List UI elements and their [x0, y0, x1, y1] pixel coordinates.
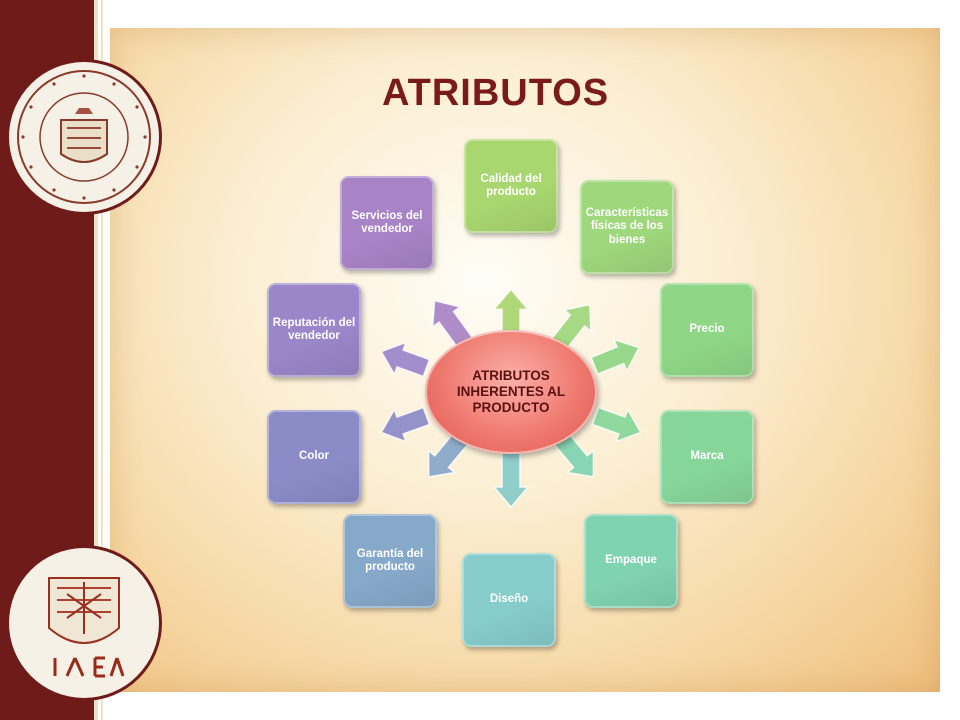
node-label: Servicios del vendedor: [351, 209, 423, 235]
node-label: Precio: [689, 323, 725, 336]
connector-arrow-icon: [553, 431, 595, 478]
connector-arrow-icon: [380, 406, 431, 443]
university-seal-icon: [17, 70, 151, 204]
node-color: Color: [267, 410, 361, 504]
frame-stripe: [101, 0, 103, 720]
node-label: Color: [298, 450, 330, 463]
center-node-label: ATRIBUTOS INHERENTES AL PRODUCTO: [456, 367, 566, 416]
connector-arrow-icon: [492, 444, 530, 509]
frame-stripe: [94, 0, 98, 720]
node-reputacion-del-vendedor: Reputación del vendedor: [267, 283, 361, 377]
university-seal-logo: [9, 62, 159, 212]
node-label: Características físicas de los bienes: [585, 207, 669, 246]
icea-seal-logo: [9, 548, 159, 698]
icea-seal-icon: [48, 577, 125, 678]
connector-arrow-icon: [431, 299, 474, 350]
node-caracteristicas-fisicas: Características físicas de los bienes: [580, 180, 674, 274]
node-label: Diseño: [489, 593, 529, 606]
node-precio: Precio: [660, 283, 754, 377]
node-label: Marca: [690, 450, 724, 463]
node-label: Empaque: [605, 554, 657, 567]
node-calidad-del-producto: Calidad del producto: [464, 139, 558, 233]
node-diseno: Diseño: [462, 553, 556, 647]
center-node: ATRIBUTOS INHERENTES AL PRODUCTO: [425, 330, 597, 454]
connector-arrow-icon: [590, 338, 641, 375]
node-marca: Marca: [660, 410, 754, 504]
node-garantia-del-producto: Garantía del producto: [343, 514, 437, 608]
node-label: Calidad del producto: [480, 172, 542, 198]
node-servicios-del-vendedor: Servicios del vendedor: [340, 176, 434, 270]
connector-arrow-icon: [380, 341, 431, 378]
connector-arrow-icon: [591, 406, 642, 443]
node-label: Garantía del producto: [356, 547, 424, 573]
node-empaque: Empaque: [584, 514, 678, 608]
node-label: Reputación del vendedor: [272, 316, 356, 342]
slide-title: ATRIBUTOS: [382, 72, 610, 114]
